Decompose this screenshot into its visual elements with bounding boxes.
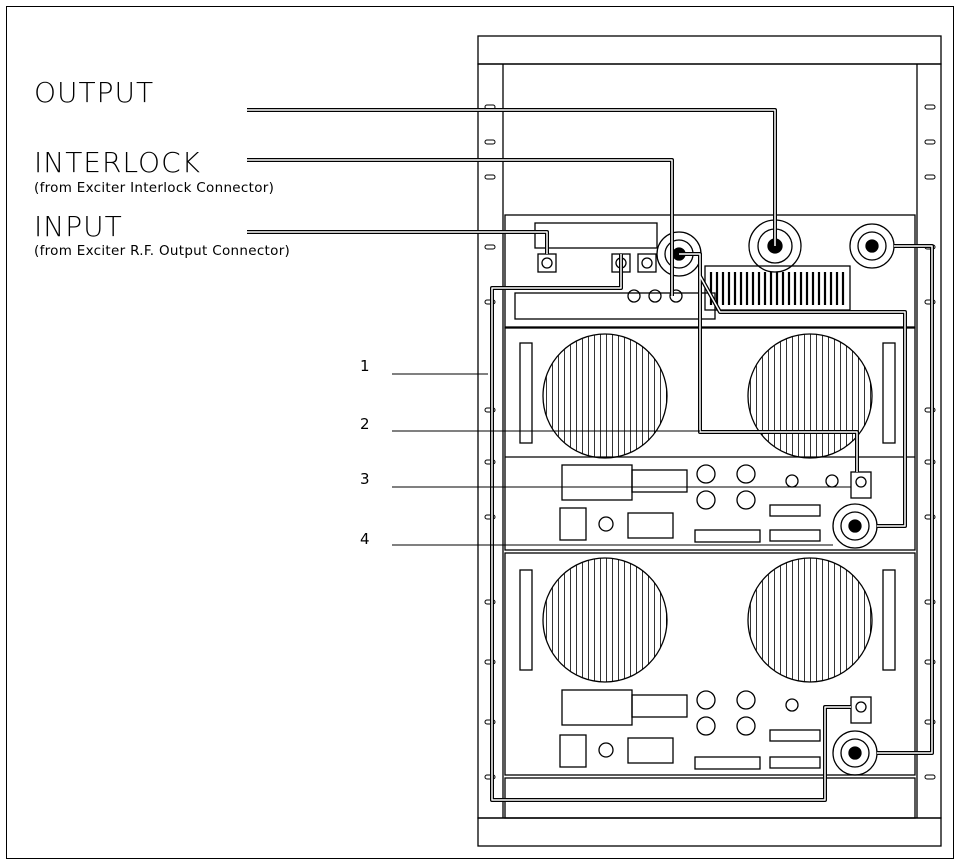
callout-2: 2: [360, 415, 370, 433]
callout-4: 4: [360, 530, 370, 548]
cabinet: [477, 35, 942, 847]
interlock-note: (from Exciter Interlock Connector): [34, 180, 275, 196]
callout-1: 1: [360, 357, 370, 375]
callout-leaders: [392, 373, 851, 546]
amplifier-drawer-2: [504, 552, 916, 819]
drawing-border: [6, 6, 954, 859]
output-label: OUTPUT: [34, 76, 155, 109]
callout-3: 3: [360, 470, 370, 488]
amplifier-drawer-1: [504, 327, 916, 551]
input-note: (from Exciter R.F. Output Connector): [34, 243, 291, 259]
interlock-label: INTERLOCK: [34, 146, 202, 179]
input-label: INPUT: [34, 210, 123, 243]
